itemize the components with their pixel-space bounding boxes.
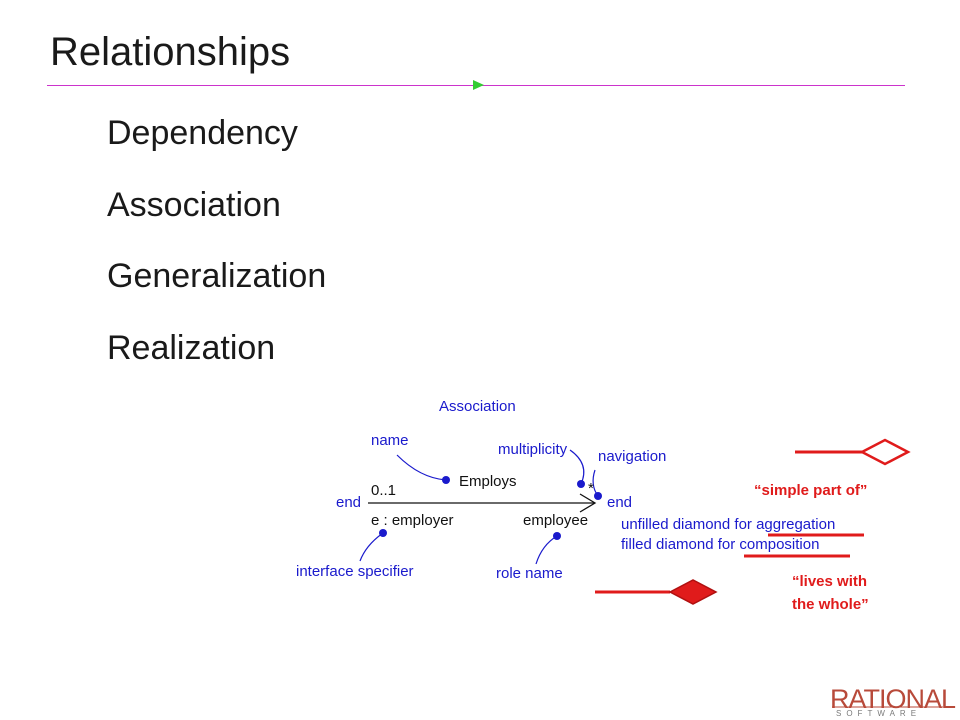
callout-name: name	[371, 432, 409, 449]
quote-aggregation: “simple part of”	[754, 482, 868, 499]
multiplicity-dot	[577, 480, 585, 488]
callout-interface-specifier: interface specifier	[296, 563, 414, 580]
name-leader	[396, 454, 447, 481]
association-label: Employs	[459, 473, 517, 490]
callout-end-left: end	[336, 494, 362, 511]
note-composition: filled diamond for composition	[621, 536, 820, 553]
callout-end-right: end	[607, 494, 633, 511]
filled-diamond-icon	[668, 579, 718, 605]
role-name-leader	[535, 535, 558, 565]
callout-navigation: navigation	[598, 448, 667, 465]
navigation-dot	[594, 492, 602, 500]
bullet-generalization: Generalization	[107, 257, 327, 295]
unfilled-diamond-icon	[859, 438, 911, 466]
bullet-association: Association	[107, 186, 281, 224]
navigation-arrowhead	[579, 493, 597, 513]
bullet-realization: Realization	[107, 329, 276, 367]
left-multiplicity: 0..1	[371, 482, 397, 499]
bullet-dependency: Dependency	[107, 114, 298, 152]
rational-logo: RATIONAL	[830, 684, 956, 714]
left-role: e : employer	[371, 512, 454, 529]
triangle-marker-icon	[473, 80, 484, 90]
quote-composition-line1: “lives with	[792, 573, 868, 590]
name-dot	[442, 476, 450, 484]
page-title: Relationships	[50, 30, 291, 74]
callout-role-name: role name	[496, 565, 563, 582]
multiplicity-leader	[569, 449, 585, 485]
interface-specifier-dot	[379, 529, 387, 537]
note-aggregation: unfilled diamond for aggregation	[621, 516, 836, 533]
diagram-heading: Association	[439, 398, 516, 415]
role-name-dot	[553, 532, 561, 540]
rational-logo-subtitle: SOFTWARE	[836, 709, 922, 718]
quote-composition-line2: the whole”	[792, 596, 869, 613]
right-multiplicity: *	[588, 480, 594, 497]
callout-multiplicity: multiplicity	[498, 441, 568, 458]
interface-specifier-leader	[359, 532, 384, 562]
right-role: employee	[523, 512, 589, 529]
